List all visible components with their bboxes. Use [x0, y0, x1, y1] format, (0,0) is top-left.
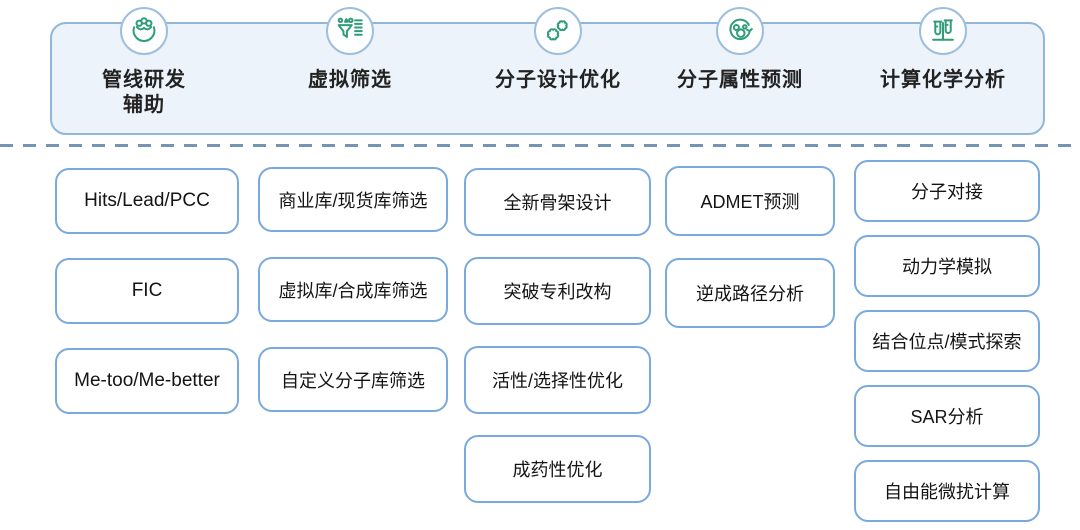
icon-circle [716, 7, 764, 55]
test-tubes-icon [932, 19, 954, 41]
capability-label: 虚拟库/合成库筛选 [278, 280, 428, 301]
capability-label: Me-too/Me-better [74, 370, 220, 391]
box-virtual-synthesis-library-screening: 虚拟库/合成库筛选 [258, 257, 448, 322]
box-druggability-optimization: 成药性优化 [464, 435, 651, 503]
capability-label: 自由能微扰计算 [884, 482, 1010, 502]
header-item-virtual-screening: 虚拟筛选 [245, 7, 455, 93]
capability-label: 分子对接 [911, 182, 983, 202]
funnel-filter-icon [337, 17, 363, 38]
capability-label: 逆成路径分析 [696, 284, 804, 304]
column-virtual-screening: 商业库/现货库筛选 虚拟库/合成库筛选 自定义分子库筛选 [258, 167, 448, 412]
column-comp-chem-analysis: 分子对接 动力学模拟 结合位点/模式探索 SAR分析 自由能微扰计算 [854, 160, 1040, 522]
box-hits-lead-pcc: Hits/Lead/PCC [55, 168, 239, 234]
capability-label: 自定义分子库筛选 [281, 370, 425, 391]
box-binding-site-mode-exploration: 结合位点/模式探索 [854, 310, 1040, 372]
box-dynamics-simulation: 动力学模拟 [854, 235, 1040, 297]
column-property-prediction: ADMET预测 逆成路径分析 [665, 166, 835, 328]
header-item-pipeline-rd: 管线研发 辅助 [39, 7, 249, 118]
icon-circle [120, 7, 168, 55]
box-molecular-docking: 分子对接 [854, 160, 1040, 222]
header-label: 分子设计优化 [495, 69, 621, 91]
header-item-comp-chem-analysis: 计算化学分析 [838, 7, 1048, 93]
box-commercial-library-screening: 商业库/现货库筛选 [258, 167, 448, 232]
capability-label: FIC [131, 280, 163, 301]
header-label: 计算化学分析 [880, 69, 1006, 91]
capability-label: 结合位点/模式探索 [872, 332, 1022, 352]
capability-label: SAR分析 [910, 407, 984, 427]
box-custom-library-screening: 自定义分子库筛选 [258, 347, 448, 412]
capability-label: 全新骨架设计 [503, 193, 612, 213]
cycle-molecules-icon [729, 18, 753, 40]
box-me-too-me-better: Me-too/Me-better [55, 348, 239, 414]
molecule-fragments-icon [547, 20, 568, 41]
dish-molecules-icon [132, 17, 156, 42]
capability-label: 商业库/现货库筛选 [278, 190, 428, 211]
capability-label: 成药性优化 [512, 460, 603, 480]
box-retrosynthesis-route-analysis: 逆成路径分析 [665, 258, 835, 328]
header-label: 管线研发 辅助 [102, 69, 186, 116]
capability-label: 突破专利改构 [503, 282, 612, 302]
icon-circle [919, 7, 967, 55]
capability-label: ADMET预测 [700, 192, 800, 212]
box-de-novo-scaffold-design: 全新骨架设计 [464, 168, 651, 236]
box-sar-analysis: SAR分析 [854, 385, 1040, 447]
box-fic: FIC [55, 258, 239, 324]
header-label: 分子属性预测 [677, 69, 803, 91]
capability-label: Hits/Lead/PCC [84, 190, 210, 211]
box-admet-prediction: ADMET预测 [665, 166, 835, 236]
capability-label: 活性/选择性优化 [491, 371, 623, 391]
box-free-energy-perturbation: 自由能微扰计算 [854, 460, 1040, 522]
column-molecular-design: 全新骨架设计 突破专利改构 活性/选择性优化 成药性优化 [464, 168, 651, 503]
column-pipeline-rd: Hits/Lead/PCC FIC Me-too/Me-better [55, 168, 239, 414]
icon-circle [534, 7, 582, 55]
header-label: 虚拟筛选 [308, 69, 392, 91]
icon-circle [326, 7, 374, 55]
header-item-molecular-design-optimization: 分子设计优化 [453, 7, 663, 93]
box-activity-selectivity-optimization: 活性/选择性优化 [464, 346, 651, 414]
capability-label: 动力学模拟 [902, 257, 992, 277]
header-item-property-prediction: 分子属性预测 [635, 7, 845, 93]
dashed-divider [0, 144, 1080, 147]
box-patent-breakthrough-redesign: 突破专利改构 [464, 257, 651, 325]
